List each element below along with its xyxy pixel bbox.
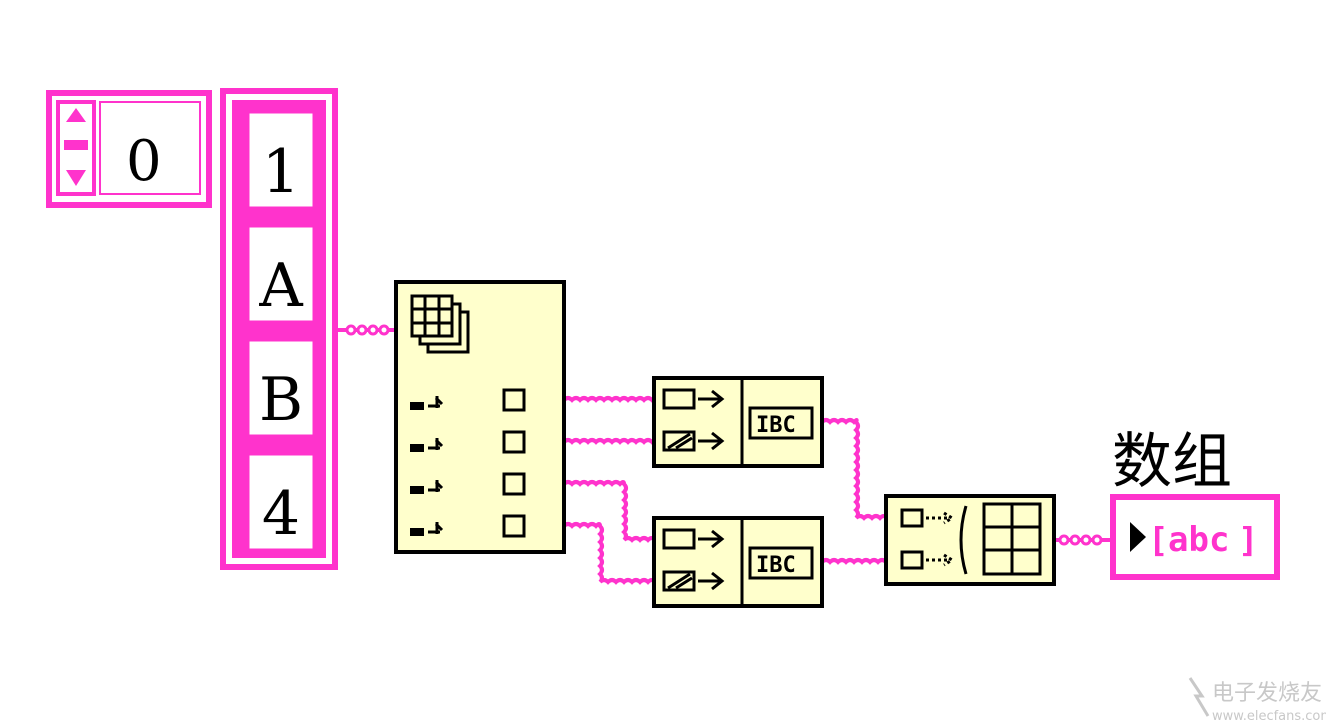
- index-arrow-icon: [428, 438, 444, 450]
- array-wire-bead: [378, 324, 390, 336]
- string-array-indicator-icon: [1130, 522, 1146, 552]
- concatenate-strings-icon: IBC: [662, 528, 814, 592]
- index-terminal-icon: [410, 528, 424, 536]
- index-output-row[interactable]: [410, 514, 526, 538]
- array-element-value: A: [258, 251, 303, 321]
- indicator-label: 数组: [1112, 427, 1232, 497]
- array-wire-bead: [1080, 534, 1092, 546]
- string-wire[interactable]: [562, 438, 657, 445]
- array-wire-bead: [345, 324, 357, 336]
- string-wire[interactable]: [562, 396, 657, 403]
- concatenate-strings-icon: IBC: [662, 388, 814, 452]
- wires: [336, 324, 1112, 585]
- array-grid-icon: [410, 294, 470, 354]
- array-element[interactable]: A: [246, 224, 316, 324]
- svg-text:IBC: IBC: [756, 553, 796, 578]
- element-output-icon: [502, 388, 526, 412]
- index-arrow-icon: [428, 480, 444, 492]
- watermark: 电子发烧友 www.elecfans.com: [1188, 677, 1326, 724]
- index-output-row[interactable]: [410, 472, 526, 496]
- decrement-arrow-icon[interactable]: [66, 170, 86, 186]
- array-element-value: 4: [262, 479, 300, 549]
- element-output-icon: [502, 472, 526, 496]
- index-output-rows: [410, 388, 526, 538]
- index-control-display[interactable]: [99, 101, 201, 195]
- array-element[interactable]: 4: [246, 452, 316, 552]
- index-output-row[interactable]: [410, 430, 526, 454]
- index-terminal-icon: [410, 402, 424, 410]
- concatenate-strings-bottom[interactable]: IBC: [652, 516, 824, 608]
- element-output-icon: [502, 430, 526, 454]
- string-wire[interactable]: [820, 558, 888, 565]
- index-arrow-icon: [428, 522, 444, 534]
- index-terminal-icon: [410, 486, 424, 494]
- watermark-url: www.elecfans.com: [1212, 709, 1326, 724]
- watermark-text: 电子发烧友: [1212, 681, 1322, 706]
- build-array-node[interactable]: [884, 494, 1056, 586]
- indicator-right-bracket: ]: [1238, 521, 1258, 561]
- string-wire[interactable]: [562, 480, 656, 543]
- string-wire[interactable]: [562, 522, 656, 585]
- array-wire-bead: [367, 324, 379, 336]
- index-array-node[interactable]: [394, 280, 566, 554]
- lightning-logo-icon: [1188, 677, 1210, 717]
- array-wire-bead: [1058, 534, 1070, 546]
- array-wire-bead: [356, 324, 368, 336]
- array-constant[interactable]: 0 1 A B 4: [46, 88, 338, 570]
- string-array-indicator[interactable]: 数组 [ abc ]: [1110, 427, 1280, 580]
- array-element[interactable]: 1: [246, 110, 316, 210]
- array-element[interactable]: B: [246, 338, 316, 438]
- index-arrow-icon: [428, 396, 444, 408]
- array-element-value: 1: [262, 137, 300, 207]
- spinner-divider: [64, 140, 88, 150]
- svg-text:IBC: IBC: [756, 413, 796, 438]
- index-control-value: 0: [126, 129, 162, 194]
- array-wire-bead: [1091, 534, 1103, 546]
- string-wire[interactable]: [820, 418, 888, 521]
- indicator-display: abc: [1168, 520, 1229, 560]
- indicator-left-bracket: [: [1148, 521, 1168, 561]
- array-wire-bead: [1069, 534, 1081, 546]
- index-terminal-icon: [410, 444, 424, 452]
- index-output-row[interactable]: [410, 388, 526, 412]
- build-array-icon: [900, 502, 1042, 576]
- array-element-value: B: [259, 365, 303, 435]
- element-output-icon: [502, 514, 526, 538]
- increment-arrow-icon[interactable]: [66, 108, 86, 122]
- concatenate-strings-top[interactable]: IBC: [652, 376, 824, 468]
